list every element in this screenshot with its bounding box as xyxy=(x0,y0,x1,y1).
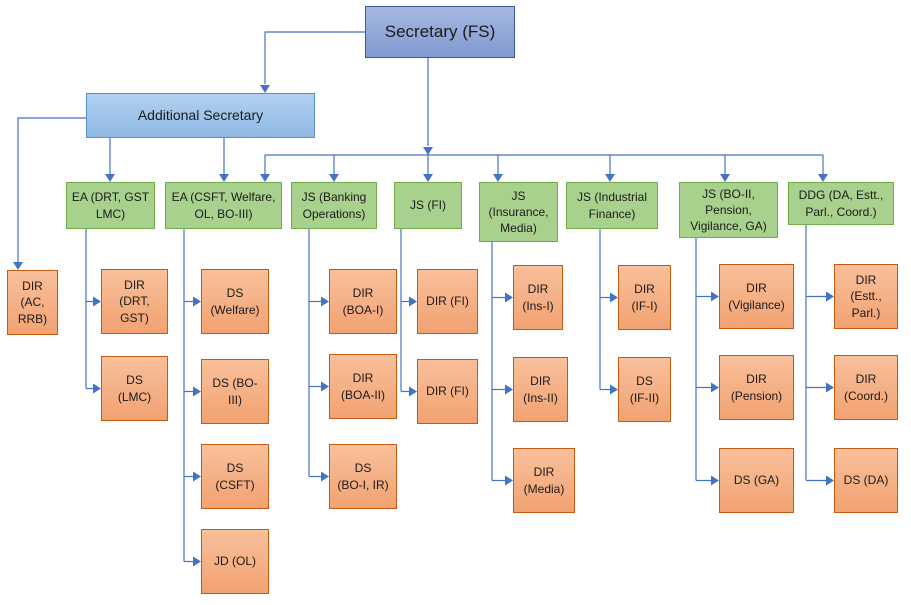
arrowhead-33 xyxy=(826,382,834,393)
arrowhead-22 xyxy=(409,296,417,307)
arrowhead-12 xyxy=(219,174,229,182)
unit-box-2-4: JD (OL) xyxy=(201,529,269,594)
arrowhead-32 xyxy=(826,291,834,302)
unit-box-5-1: DIR (Ins-I) xyxy=(513,265,563,330)
connector-line-11 xyxy=(17,117,86,262)
arrowhead-9 xyxy=(818,174,828,182)
unit-box-2-2: DS (BO- III) xyxy=(201,359,269,424)
dir-ac-rrb-box: DIR (AC, RRB) xyxy=(7,270,58,335)
arrowhead-27 xyxy=(610,292,618,303)
arrowhead-28 xyxy=(610,384,618,395)
arrowhead-7 xyxy=(605,174,615,182)
arrowhead-15 xyxy=(193,296,201,307)
unit-box-4-2: DIR (FI) xyxy=(417,359,478,424)
arrowhead-18 xyxy=(193,556,201,567)
arrowhead-24 xyxy=(505,292,513,303)
arrowhead-17 xyxy=(193,471,201,482)
unit-box-8-3: DS (DA) xyxy=(834,448,898,513)
connector-line-1 xyxy=(264,31,365,84)
arrowhead-25 xyxy=(505,384,513,395)
unit-box-7-2: DIR (Pension) xyxy=(719,355,794,420)
arrowhead-20 xyxy=(321,381,329,392)
arrowhead-29 xyxy=(711,291,719,302)
unit-box-3-1: DIR (BOA-I) xyxy=(329,269,397,334)
unit-box-3-2: DIR (BOA-II) xyxy=(329,354,397,419)
division-head-5: JS (Insurance, Media) xyxy=(479,182,558,242)
division-head-6: JS (Industrial Finance) xyxy=(566,182,658,229)
unit-box-8-1: DIR (Estt., Parl.) xyxy=(834,264,898,329)
unit-box-3-3: DS (BO-I, IR) xyxy=(329,444,397,509)
arrowhead-21 xyxy=(321,471,329,482)
arrowhead-16 xyxy=(193,386,201,397)
unit-box-8-2: DIR (Coord.) xyxy=(834,355,898,420)
arrowhead-19 xyxy=(321,296,329,307)
unit-box-7-3: DS (GA) xyxy=(719,448,794,513)
arrowhead-5 xyxy=(423,174,433,182)
unit-box-4-1: DIR (FI) xyxy=(417,269,478,334)
additional-secretary-box: Additional Secretary xyxy=(86,93,315,138)
division-head-4: JS (FI) xyxy=(394,182,462,229)
unit-box-5-3: DIR (Media) xyxy=(513,448,575,513)
arrowhead-13 xyxy=(93,296,101,307)
arrowhead-26 xyxy=(505,475,513,486)
unit-box-1-2: DS (LMC) xyxy=(101,356,168,421)
unit-box-6-2: DS (IF-II) xyxy=(618,357,671,422)
arrowhead-30 xyxy=(711,382,719,393)
arrowhead-2 xyxy=(423,147,433,155)
arrowhead-34 xyxy=(826,475,834,486)
arrowhead-6 xyxy=(493,174,503,182)
arrowhead-11 xyxy=(105,174,115,182)
arrowhead-14 xyxy=(93,383,101,394)
arrowhead-31 xyxy=(711,475,719,486)
unit-box-2-3: DS (CSFT) xyxy=(201,444,269,509)
division-head-3: JS (Banking Operations) xyxy=(291,182,377,229)
arrowhead-1 xyxy=(260,85,270,93)
division-head-7: JS (BO-II, Pension, Vigilance, GA) xyxy=(679,182,778,238)
arrowhead-3 xyxy=(260,174,270,182)
division-head-1: EA (DRT, GST LMC) xyxy=(66,182,155,229)
unit-box-6-1: DIR (IF-I) xyxy=(618,265,671,330)
secretary-box: Secretary (FS) xyxy=(365,6,515,58)
unit-box-1-1: DIR (DRT, GST) xyxy=(101,269,168,334)
arrowhead-10 xyxy=(13,262,23,270)
unit-box-7-1: DIR (Vigilance) xyxy=(719,264,794,329)
unit-box-5-2: DIR (Ins-II) xyxy=(513,357,568,422)
arrowhead-8 xyxy=(720,174,730,182)
division-head-8: DDG (DA, Estt., Parl., Coord.) xyxy=(788,182,894,225)
arrowhead-23 xyxy=(409,386,417,397)
arrowhead-4 xyxy=(329,174,339,182)
division-head-2: EA (CSFT, Welfare, OL, BO-III) xyxy=(165,182,282,229)
unit-box-2-1: DS (Welfare) xyxy=(201,269,269,334)
